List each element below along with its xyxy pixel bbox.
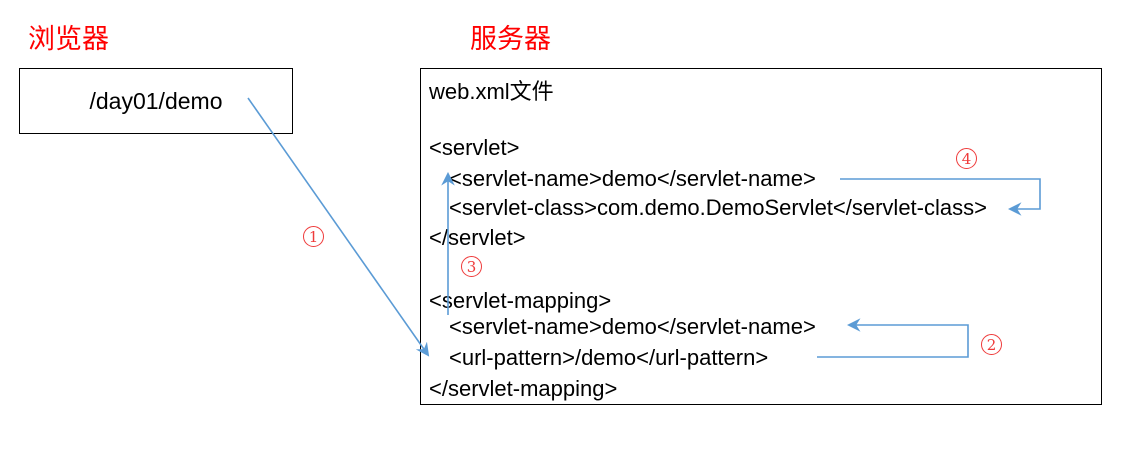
arrow-step-1 [247,97,430,357]
webxml-file-title: web.xml文件 [429,79,554,104]
code-line-url-pattern: <url-pattern>/demo</url-pattern> [449,345,769,370]
server-label: 服务器 [470,24,551,55]
step-2-marker: 2 [981,334,1002,355]
browser-request-box: /day01/demo [19,68,293,134]
code-line-servlet-name: <servlet-name>demo</servlet-name> [449,166,816,191]
step-1-marker: 1 [303,226,324,247]
code-line-servlet-close: </servlet> [429,225,526,250]
step-3-marker: 3 [461,256,482,277]
server-box: web.xml文件 <servlet> <servlet-name>demo</… [420,68,1102,405]
code-line-mapping-close: </servlet-mapping> [429,376,618,401]
code-line-servlet-open: <servlet> [429,135,520,160]
step-4-marker: 4 [956,148,977,169]
code-line-servlet-class: <servlet-class>com.demo.DemoServlet</ser… [449,195,987,220]
browser-label: 浏览器 [28,24,109,55]
code-line-mapping-servlet-name: <servlet-name>demo</servlet-name> [449,314,816,339]
code-line-mapping-open: <servlet-mapping> [429,288,612,313]
request-path-text: /day01/demo [89,87,223,114]
